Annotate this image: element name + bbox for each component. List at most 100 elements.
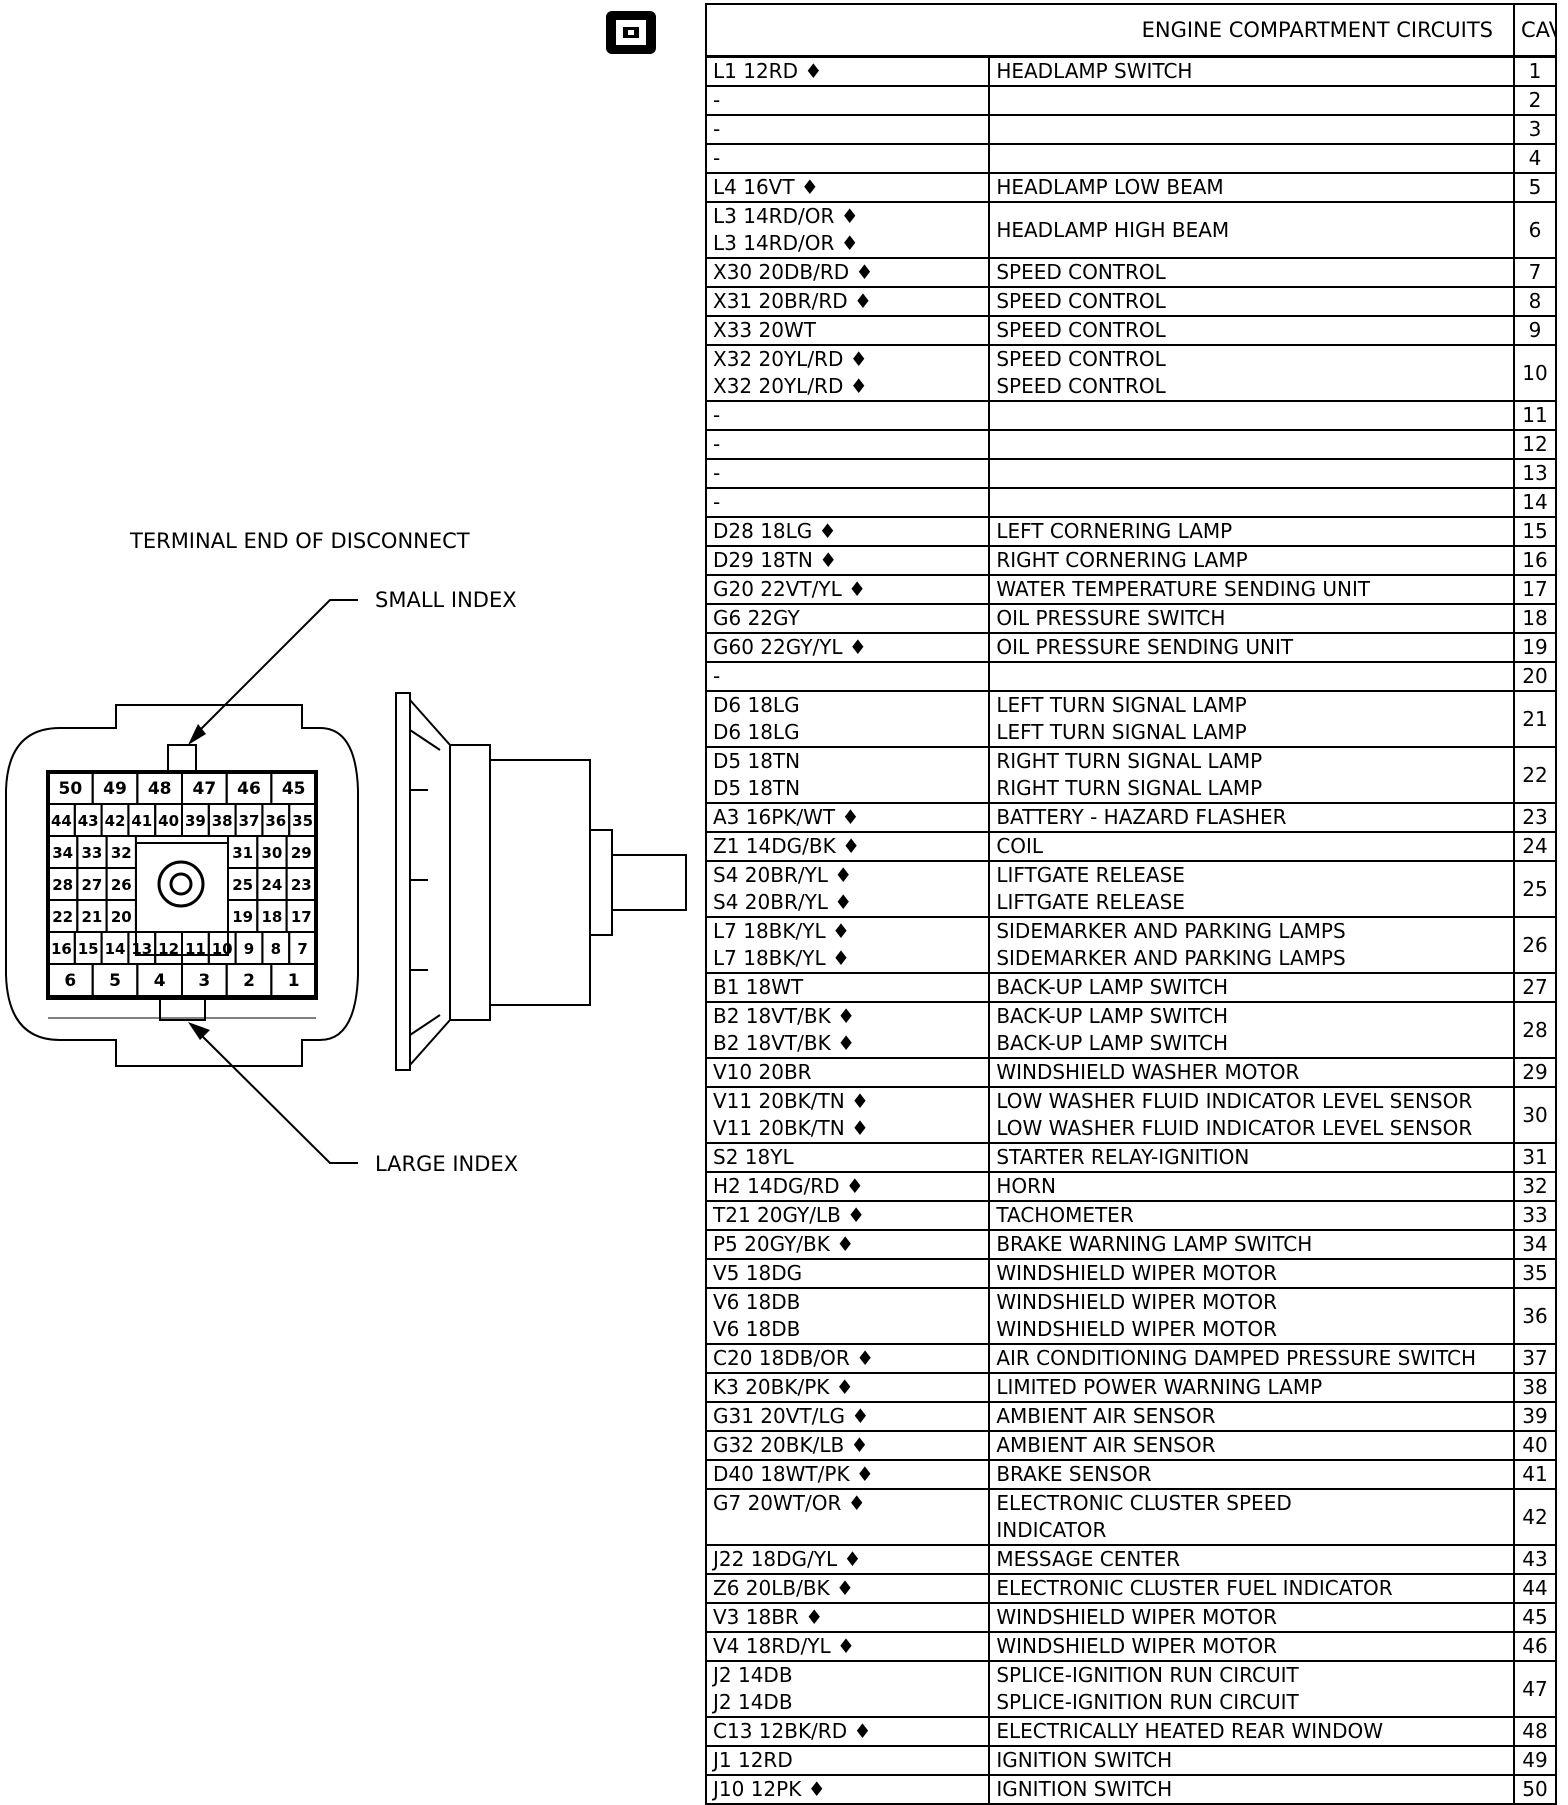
table-row: C13 12BK/RD ♦ELECTRICALLY HEATED REAR WI… [704, 1716, 1557, 1747]
function-cell: AMBIENT AIR SENSOR [988, 1401, 1516, 1432]
function-text: SPEED CONTROL [996, 289, 1166, 313]
cavity-number: 21 [1513, 690, 1557, 748]
function-text: HEADLAMP LOW BEAM [996, 175, 1224, 199]
cavity-number: 19 [1513, 632, 1557, 663]
wire-cell: L1 12RD ♦ [704, 55, 991, 87]
function-text [996, 88, 1507, 113]
wire-code: - [713, 461, 721, 485]
cavity-number: 23 [1513, 802, 1557, 833]
wire-code: L4 16VT ♦ [713, 175, 819, 199]
function-text: LOW WASHER FLUID INDICATOR LEVEL SENSOR [996, 1116, 1473, 1140]
function-cell: WINDSHIELD WIPER MOTOR [988, 1258, 1516, 1289]
wire-cell: J22 18DG/YL ♦ [704, 1544, 991, 1575]
cavity-number: 36 [1513, 1287, 1557, 1345]
cavity-number: 14 [1513, 487, 1557, 518]
function-text: SIDEMARKER AND PARKING LAMPS [996, 919, 1346, 943]
function-text: SPEED CONTROL [996, 374, 1166, 398]
function-cell: SPEED CONTROL [988, 286, 1516, 317]
wire-code: G32 20BK/LB ♦ [713, 1433, 869, 1457]
wire-code: Z6 20LB/BK ♦ [713, 1576, 854, 1600]
function-cell: IGNITION SWITCH [988, 1745, 1516, 1776]
pin-number: 1 [288, 971, 300, 991]
function-cell: LIMITED POWER WARNING LAMP [988, 1372, 1516, 1403]
function-cell: AIR CONDITIONING DAMPED PRESSURE SWITCH [988, 1343, 1516, 1374]
table-row: B2 18VT/BK ♦B2 18VT/BK ♦BACK-UP LAMP SWI… [704, 1001, 1557, 1059]
cavity-number: 43 [1513, 1544, 1557, 1575]
function-cell: TACHOMETER [988, 1200, 1516, 1231]
function-text: AIR CONDITIONING DAMPED PRESSURE SWITCH [996, 1346, 1477, 1370]
function-text: BATTERY - HAZARD FLASHER [996, 805, 1287, 829]
cavity-number: 49 [1513, 1745, 1557, 1776]
function-cell: BRAKE SENSOR [988, 1459, 1516, 1490]
function-text: WINDSHIELD WIPER MOTOR [996, 1605, 1278, 1629]
wire-code: H2 14DG/RD ♦ [713, 1174, 864, 1198]
wire-cell: X30 20DB/RD ♦ [704, 257, 991, 288]
wire-cell: - [704, 85, 991, 116]
cavity-number: 41 [1513, 1459, 1557, 1490]
table-row: L7 18BK/YL ♦L7 18BK/YL ♦SIDEMARKER AND P… [704, 916, 1557, 974]
wire-cell: C20 18DB/OR ♦ [704, 1343, 991, 1374]
function-text: BRAKE WARNING LAMP SWITCH [996, 1232, 1313, 1256]
function-cell [988, 429, 1516, 460]
wire-cell: G32 20BK/LB ♦ [704, 1430, 991, 1461]
connector-symbol-icon [606, 11, 656, 54]
pin-number: 19 [232, 908, 253, 926]
cavity-number: 3 [1513, 114, 1557, 145]
function-text: STARTER RELAY-IGNITION [996, 1145, 1250, 1169]
pin-number: 8 [271, 940, 281, 958]
cavity-number: 42 [1513, 1488, 1557, 1546]
table-row: C20 18DB/OR ♦AIR CONDITIONING DAMPED PRE… [704, 1343, 1557, 1374]
pin-number: 11 [185, 940, 206, 958]
cavity-number: 18 [1513, 603, 1557, 634]
function-text: INDICATOR [996, 1518, 1107, 1542]
wire-cell: S2 18YL [704, 1142, 991, 1173]
cavity-number: 44 [1513, 1573, 1557, 1604]
pin-number: 50 [58, 779, 82, 799]
wire-cell: C13 12BK/RD ♦ [704, 1716, 991, 1747]
function-cell: HEADLAMP HIGH BEAM [988, 201, 1516, 259]
wire-code: V4 18RD/YL ♦ [713, 1634, 855, 1658]
wire-code: V5 18DG [713, 1261, 803, 1285]
cavity-number: 37 [1513, 1343, 1557, 1374]
cavity-number: 29 [1513, 1057, 1557, 1088]
function-cell: LEFT CORNERING LAMP [988, 516, 1516, 547]
function-text: HEADLAMP HIGH BEAM [996, 217, 1230, 242]
pin-number: 7 [297, 940, 307, 958]
wire-cell: X31 20BR/RD ♦ [704, 286, 991, 317]
wire-cell: X33 20WT [704, 315, 991, 346]
wire-cell: - [704, 458, 991, 489]
pin-number: 3 [198, 971, 210, 991]
function-cell: ELECTRICALLY HEATED REAR WINDOW [988, 1716, 1516, 1747]
cavity-number: 25 [1513, 860, 1557, 918]
table-row: Z6 20LB/BK ♦ELECTRONIC CLUSTER FUEL INDI… [704, 1573, 1557, 1604]
function-text: HORN [996, 1174, 1056, 1198]
wire-code: G7 20WT/OR ♦ [713, 1491, 866, 1515]
wire-cell: - [704, 400, 991, 431]
pin-number: 20 [111, 908, 132, 926]
cavity-number: 30 [1513, 1086, 1557, 1144]
pin-number: 29 [291, 844, 312, 862]
table-row: - 2 [704, 85, 1557, 116]
wire-cell: D28 18LG ♦ [704, 516, 991, 547]
function-text: WINDSHIELD WIPER MOTOR [996, 1261, 1278, 1285]
wire-code: L7 18BK/YL ♦ [713, 919, 850, 943]
wire-cell: Z6 20LB/BK ♦ [704, 1573, 991, 1604]
wire-cell: V3 18BR ♦ [704, 1602, 991, 1633]
wire-cell: D40 18WT/PK ♦ [704, 1459, 991, 1490]
function-cell: SPEED CONTROL [988, 257, 1516, 288]
function-text: WINDSHIELD WIPER MOTOR [996, 1317, 1278, 1341]
wire-code: D28 18LG ♦ [713, 519, 837, 543]
pin-number: 37 [239, 812, 260, 830]
wire-cell: H2 14DG/RD ♦ [704, 1171, 991, 1202]
wire-cell: Z1 14DG/BK ♦ [704, 831, 991, 862]
pin-number: 42 [105, 812, 126, 830]
function-cell: COIL [988, 831, 1516, 862]
